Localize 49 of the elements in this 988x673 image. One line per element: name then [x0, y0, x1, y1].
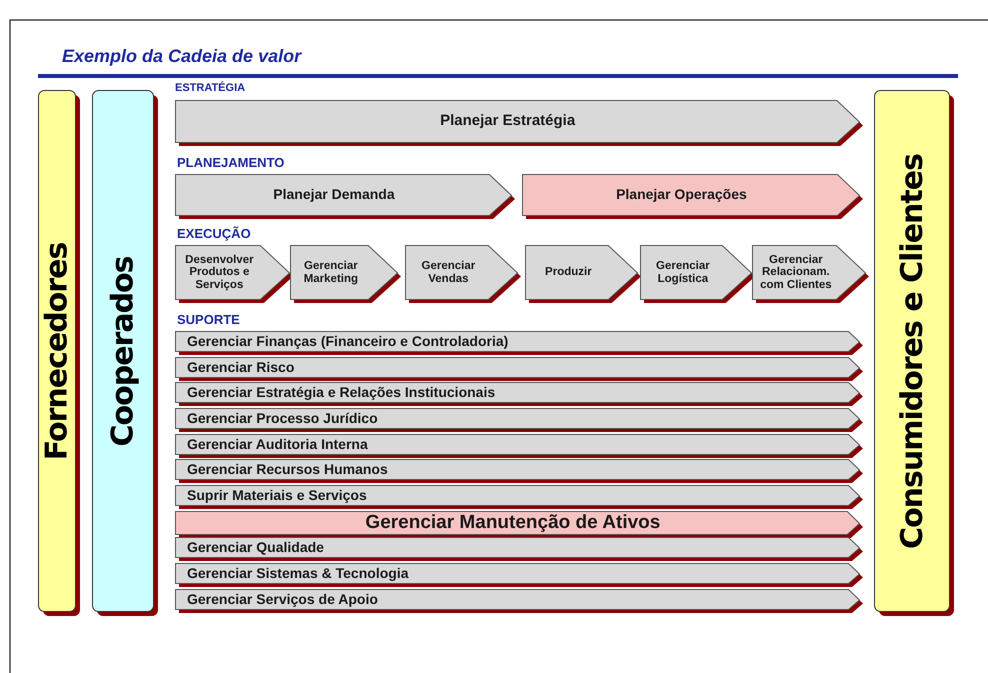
process-step — [175, 589, 864, 614]
process-label: Gerenciar Estratégia e Relações Institucionais — [187, 382, 496, 402]
section-heading: SUPORTE — [177, 312, 240, 327]
process-label: Planejar Operações — [615, 185, 748, 204]
process-step — [175, 331, 864, 356]
process-step — [525, 245, 642, 304]
process-label: Planejar Demanda — [272, 185, 396, 204]
process-label: Gerenciar Risco — [187, 358, 294, 377]
process-label: Gerenciar Processo Jurídico — [187, 408, 378, 428]
process-step — [175, 563, 864, 588]
process-label: Produzir — [544, 265, 593, 280]
bar-label: Cooperados — [106, 256, 141, 446]
bar-label: Fornecedores — [39, 242, 74, 460]
process-step — [175, 382, 864, 407]
process-label: Planejar Estratégia — [439, 111, 576, 132]
process-step — [175, 511, 864, 539]
process-step — [175, 408, 864, 433]
process-step — [752, 245, 870, 304]
side-bar — [92, 90, 158, 616]
process-label: Gerenciar Manutenção de Ativos — [364, 511, 662, 535]
section-heading: EXECUÇÃO — [177, 226, 251, 241]
diagram-title: Exemplo da Cadeia de valor — [62, 46, 302, 67]
process-step — [175, 434, 864, 459]
section-heading: PLANEJAMENTO — [177, 155, 284, 170]
process-label: Suprir Materiais e Serviços — [187, 486, 367, 505]
process-step — [175, 357, 864, 382]
process-step — [290, 245, 402, 304]
process-label: Gerenciar Finanças (Financeiro e Controladoria) — [187, 332, 508, 351]
side-bar — [874, 90, 954, 616]
process-step — [175, 459, 864, 484]
process-label: Gerenciar Serviços de Apoio — [187, 590, 378, 609]
process-label: Gerenciar Auditoria Interna — [187, 434, 368, 454]
process-label: Gerenciar Qualidade — [187, 538, 324, 557]
bar-label: Consumidores e Clientes — [894, 154, 930, 548]
process-step — [175, 537, 864, 562]
section-heading: ESTRATÉGIA — [175, 82, 246, 94]
process-step — [405, 245, 522, 304]
side-bar — [38, 90, 80, 616]
process-step — [522, 174, 864, 220]
process-step — [175, 100, 864, 147]
process-label: Gerenciar Relacionam. com Clientes — [759, 252, 833, 293]
process-label: Desenvolver Produtos e Serviços — [184, 252, 255, 293]
process-label: Gerenciar Vendas — [420, 258, 476, 286]
process-label: Gerenciar Recursos Humanos — [187, 460, 388, 479]
process-label: Gerenciar Logística — [655, 258, 711, 286]
process-step — [175, 485, 864, 510]
process-label: Gerenciar Marketing — [302, 258, 360, 286]
process-step — [175, 174, 516, 220]
process-label: Gerenciar Sistemas & Tecnologia — [187, 564, 408, 583]
